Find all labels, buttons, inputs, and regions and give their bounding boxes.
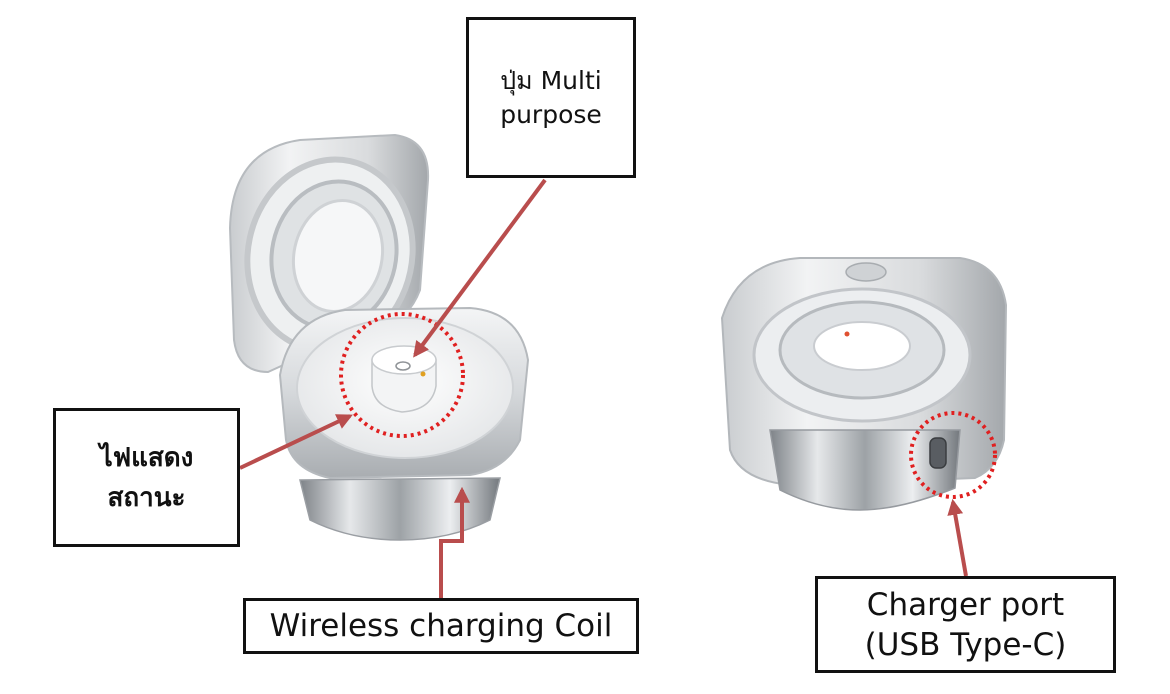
arrow-charger-port: [947, 498, 968, 577]
callout-multi-purpose-line-1: ปุ่ม Multi: [500, 65, 602, 95]
callout-multi-purpose-button: ปุ่ม Multi purpose: [466, 17, 636, 178]
highlight-circle-port: [909, 411, 997, 499]
callout-charger-port-line-1: Charger port: [866, 586, 1065, 623]
callout-status-light: ไฟแสดง สถานะ: [53, 408, 240, 547]
open-case-illustration: [228, 133, 530, 541]
callout-charger-port-line-2: (USB Type-C): [864, 626, 1067, 663]
callout-multi-purpose-line-2: purpose: [500, 99, 602, 129]
callout-status-light-line-2: สถานะ: [107, 482, 186, 513]
arrow-status-light: [239, 414, 353, 470]
pointer-arrows: [239, 178, 968, 598]
closed-case-illustration: [720, 257, 1008, 511]
callout-wireless-charging-coil: Wireless charging Coil: [243, 598, 639, 654]
arrow-multi-purpose: [413, 178, 547, 358]
arrow-wireless-coil: [439, 486, 470, 598]
case-lid: [228, 133, 430, 374]
usb-c-port: [929, 437, 947, 469]
callout-charger-port: Charger port (USB Type-C): [815, 576, 1116, 673]
callout-wireless-coil-text: Wireless charging Coil: [269, 608, 613, 644]
case-body: [278, 306, 530, 541]
multi-purpose-button-marker: [395, 361, 411, 371]
highlight-circle-button: [339, 312, 465, 438]
status-light-marker: [420, 371, 426, 377]
callout-status-light-line-1: ไฟแสดง: [99, 442, 194, 473]
